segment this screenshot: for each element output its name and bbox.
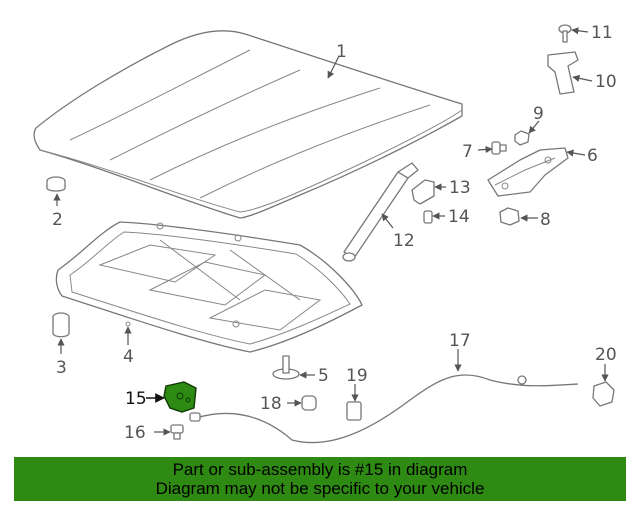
callout-17: 17	[449, 331, 471, 351]
cable-clip	[301, 395, 317, 411]
callout-10: 10	[595, 72, 617, 92]
banner-line-disclaimer: Diagram may not be specific to your vehi…	[155, 479, 485, 498]
hood-bumper	[52, 312, 70, 338]
callout-6: 6	[587, 146, 598, 166]
hood-hinge	[487, 147, 569, 197]
callout-3: 3	[56, 358, 67, 378]
hinge-bracket	[547, 51, 579, 95]
hinge-bolt	[491, 141, 507, 155]
callout-18: 18	[260, 394, 282, 414]
callout-16: 16	[124, 423, 146, 443]
latch-bolt	[170, 424, 184, 440]
callout-11: 11	[591, 23, 613, 43]
release-cable	[189, 374, 579, 444]
cable-retainer	[346, 401, 362, 421]
lift-support-strut	[342, 162, 419, 262]
bracket-screw	[558, 24, 572, 43]
callout-4: 4	[123, 347, 134, 367]
leader-lines	[53, 27, 609, 436]
strut-retainer	[411, 179, 435, 205]
callout-9: 9	[533, 104, 544, 124]
callout-15: 15	[125, 389, 147, 409]
hinge-nut-upper	[514, 130, 530, 146]
callout-numbers: 1 2 3 4 5 6 7 8 9 10 11 12 13 14 15 16 1…	[52, 23, 617, 443]
hood-bumper-stop	[46, 176, 66, 192]
release-handle	[592, 381, 615, 407]
retainer-clip	[423, 210, 433, 224]
callout-12: 12	[393, 231, 415, 251]
hinge-nut	[499, 207, 520, 226]
callout-5: 5	[318, 366, 329, 386]
part-info-banner: Part or sub-assembly is #15 in diagram D…	[14, 457, 626, 501]
callout-2: 2	[52, 210, 63, 230]
callout-13: 13	[449, 178, 471, 198]
hood-panel	[33, 30, 463, 219]
callout-19: 19	[346, 366, 368, 386]
callout-8: 8	[540, 210, 551, 230]
callout-14: 14	[448, 207, 470, 227]
callout-1: 1	[336, 42, 347, 62]
push-pin	[272, 355, 300, 380]
callout-20: 20	[595, 345, 617, 365]
hood-inner-panel	[55, 221, 363, 353]
callout-7: 7	[462, 142, 473, 162]
hood-latch-highlighted	[163, 381, 197, 413]
banner-line-part-number: Part or sub-assembly is #15 in diagram	[172, 460, 468, 479]
